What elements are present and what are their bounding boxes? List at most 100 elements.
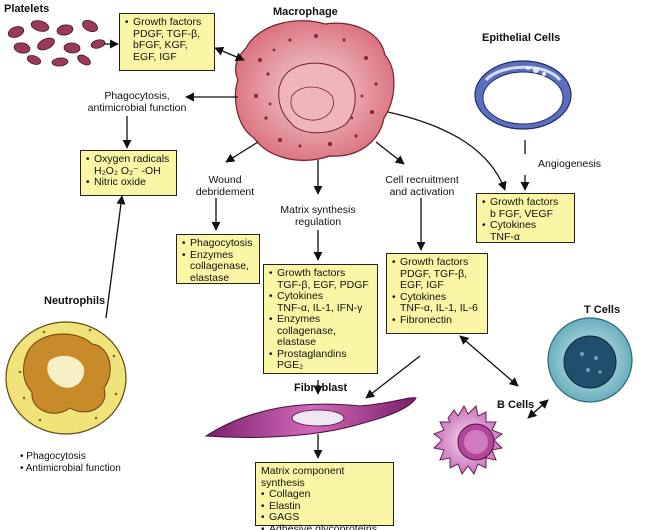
- bullet-marker: •: [86, 154, 90, 165]
- bullet-marker: •: [392, 257, 396, 268]
- box-line-text: Elastin: [269, 499, 301, 512]
- bullet-marker: •: [392, 291, 396, 303]
- bullet-marker: •: [261, 512, 265, 523]
- t-cell-illustration: [547, 317, 633, 403]
- box-line-text: Growth factors: [277, 267, 346, 279]
- box-line-text: GAGS: [269, 511, 300, 523]
- box-line-text: Fibronectin: [400, 313, 452, 326]
- neutrophil-function-item: • Antimicrobial function: [20, 463, 121, 474]
- box-line-text: PGE₂: [277, 359, 304, 371]
- fibroblast-illustration: [204, 397, 417, 438]
- box-line: PDGF, TGF-β,: [125, 27, 209, 41]
- box-line-text: PDGF, TGF-β,: [133, 27, 201, 40]
- platelets-illustration: [7, 19, 106, 67]
- box-line: H₂O₂ O₂⁻ -OH: [86, 164, 171, 178]
- box-line-text: PDGF, TGF-β,: [400, 267, 468, 280]
- neutrophil-functions-list: • Phagocytosis • Antimicrobial function: [20, 451, 121, 475]
- arrows: [104, 39, 549, 459]
- box-line: • Cytokines: [392, 290, 482, 304]
- bullet-marker: •: [392, 314, 396, 326]
- neutrophil-illustration: [5, 321, 127, 435]
- box-line: TNF-α: [482, 230, 569, 244]
- box-line-text: Cytokines: [277, 290, 324, 302]
- box-line-text: collagenase, elastase: [277, 324, 336, 348]
- bullet-marker: •: [261, 489, 265, 500]
- box-line: • Cytokines: [269, 290, 372, 303]
- box-line: • Elastin: [261, 499, 388, 513]
- macrophage-illustration: [234, 20, 395, 161]
- box-line: collagenase,: [182, 260, 254, 273]
- box-line-text: Phagocytosis: [190, 237, 253, 249]
- bullet-marker: •: [182, 249, 186, 261]
- bullet-marker: •: [269, 268, 273, 279]
- box-line-text: Nitric oxide: [94, 176, 146, 188]
- box-line-text: TNF-α, IL-1, IFN-γ: [277, 301, 363, 314]
- box-line: • Cytokines: [482, 219, 569, 232]
- box-line-text: elastase: [190, 271, 230, 284]
- epithelial-cells-illustration: [474, 60, 572, 130]
- bullet-marker: •: [269, 291, 273, 302]
- box-line: b FGF, VEGF: [482, 207, 569, 221]
- box-line: •Adhesive glycoproteins: [261, 522, 388, 530]
- box-line: • Phagocytosis: [182, 237, 254, 250]
- box-line-text: EGF, IGF: [400, 279, 444, 291]
- platelets-title: Platelets: [4, 3, 50, 15]
- box-line: TNF-α, IL-1, IFN-γ: [269, 301, 372, 315]
- box-line-text: Growth factors: [133, 16, 202, 28]
- box-line-text: TNF-α: [490, 230, 520, 243]
- bullet-marker: •: [125, 17, 129, 28]
- box-line-text: Collagen: [269, 488, 311, 500]
- t-cells-title: T Cells: [584, 304, 621, 316]
- box-line-text: Enzymes: [277, 313, 321, 325]
- box-line: TGF-β, EGF, PDGF: [269, 278, 372, 292]
- box-line: elastase: [182, 271, 254, 285]
- epithelial-cells-title: Epithelial Cells: [482, 32, 561, 44]
- box-line: bFGF, KGF,: [125, 39, 209, 52]
- phagocytosis-antimicrobial-label: Phagocytosis, antimicrobial function: [87, 90, 187, 114]
- fibroblast-title: Fibroblast: [294, 382, 348, 394]
- matrix-synthesis-regulation-label: Matrix synthesis regulation: [280, 204, 356, 228]
- box-line-text: Enzymes: [190, 248, 234, 261]
- box-line: collagenase, elastase: [269, 324, 372, 349]
- bullet-marker: •: [261, 500, 265, 512]
- box-line-text: Adhesive glycoproteins: [269, 522, 377, 530]
- matrix-component-synthesis-box: Matrix component synthesis•Collagen•Elas…: [255, 462, 394, 530]
- box-line-text: Growth factors: [490, 196, 559, 208]
- bullet-marker: •: [482, 220, 486, 231]
- box-line: • Collagen: [261, 488, 388, 501]
- neutrophil-function-item: • Phagocytosis: [20, 451, 86, 462]
- box-line: •Growth factors: [482, 196, 569, 209]
- box-line-text: collagenase,: [190, 260, 249, 272]
- box-line-text: b FGF, VEGF: [490, 207, 554, 220]
- box-line-text: bFGF, KGF,: [133, 39, 188, 51]
- box-line-text: TNF-α, IL-1, IL-6: [400, 302, 478, 314]
- angiogenesis-label: Angiogenesis: [538, 158, 602, 170]
- box-line-text: Cytokines: [490, 219, 537, 231]
- box-line: • GAGS: [261, 511, 388, 524]
- neutrophils-title: Neutrophils: [44, 295, 106, 307]
- bullet-marker: •: [182, 238, 186, 249]
- box-line: Matrix component synthesis: [261, 465, 388, 489]
- box-line: • Growth factors: [125, 16, 209, 29]
- box-line-text: TGF-β, EGF, PDGF: [277, 278, 369, 291]
- box-line: • Growth factors: [269, 267, 372, 280]
- box-line-text: Cytokines: [400, 290, 447, 303]
- bullet-marker: •: [86, 177, 90, 188]
- box-line-text: H₂O₂ O₂⁻ -OH: [94, 164, 161, 177]
- box-line: EGF, IGF: [392, 279, 482, 292]
- box-line-text: Growth factors: [400, 256, 469, 268]
- box-line-text: Prostaglandins: [277, 347, 347, 360]
- bullet-marker: •: [269, 314, 273, 325]
- box-line: • Fibronectin: [392, 313, 482, 327]
- box-line: • Enzymes: [269, 313, 372, 326]
- box-line-text: Matrix component synthesis: [261, 465, 345, 489]
- macrophage-title: Macrophage: [273, 6, 338, 18]
- box-line: • Nitric oxide: [86, 176, 171, 189]
